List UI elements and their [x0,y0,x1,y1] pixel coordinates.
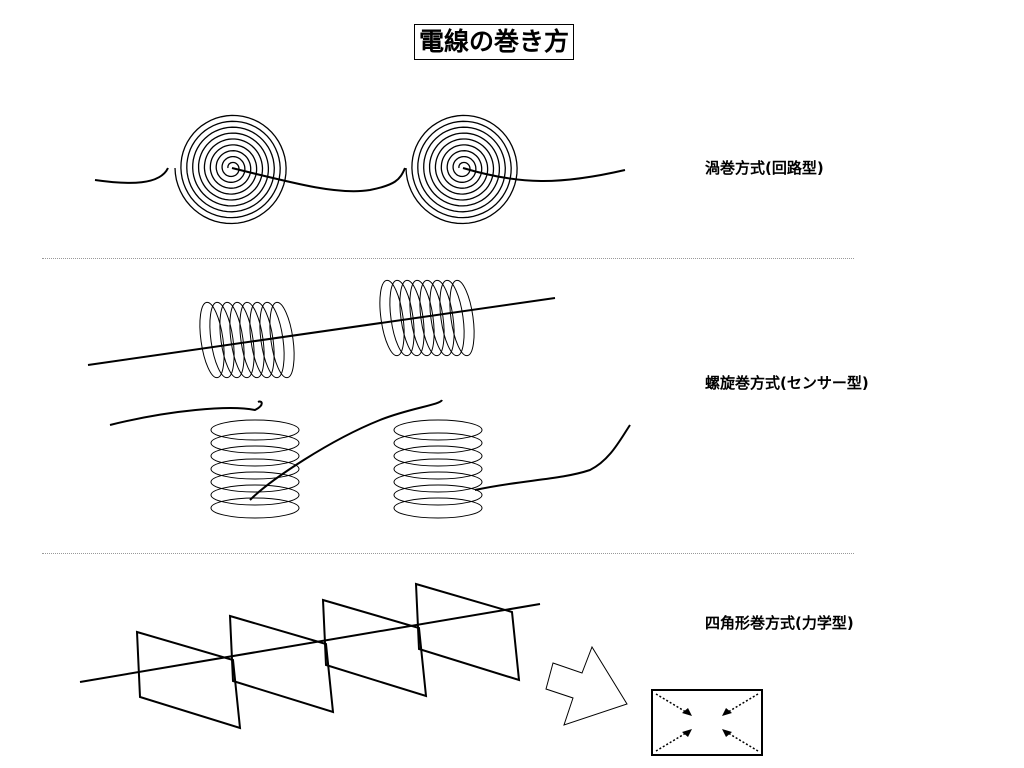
helix-loop [229,301,255,379]
spiral-coil-1 [174,114,287,225]
helical-coils-stacked [210,419,483,519]
square-coil-loop [414,582,521,682]
helix-loop [259,301,285,379]
helix-loop [439,279,465,357]
helix-wire [87,297,556,366]
helix-loop [419,279,445,357]
helix-loop [393,432,483,454]
helix-loop [219,301,245,379]
force-arrows [655,693,759,752]
helix-loop [210,419,300,441]
helix-loop [210,432,300,454]
force-box [651,689,763,756]
helix-loop [210,497,300,519]
helix-loop [393,484,483,506]
separator-1 [42,258,854,259]
helix-loop [379,279,405,357]
square-coil-loop [135,630,242,730]
helix-loop [199,301,225,379]
helix-loop [269,301,295,379]
helix-loop [393,497,483,519]
spiral-coil-2 [405,114,518,225]
spiral-wire-lead-left [94,167,169,184]
helix-lead-1 [109,400,263,426]
helix-loop [389,279,415,357]
helix-loop [429,279,455,357]
square-coil-loop [321,598,428,698]
force-arrowheads [682,708,732,737]
helix-loop [393,419,483,441]
diagram-title: 電線の巻き方 [414,24,575,60]
helical-coils-side [199,279,475,379]
arrow-icon [545,645,628,726]
helix-loop [393,445,483,467]
helix-loop [209,301,235,379]
helix-loop [393,458,483,480]
label-spiral-winding: 渦巻方式(回路型) [705,159,824,177]
separator-2 [42,553,854,554]
spiral-coils [174,114,518,225]
helix-loop [210,445,300,467]
helix-loop [210,471,300,493]
helix-loop [210,458,300,480]
helix-loop [239,301,265,379]
helix-loop [449,279,475,357]
label-square-winding: 四角形巻方式(力学型) [705,614,854,632]
helix-loop [393,471,483,493]
spiral-wire-lead-right [462,167,626,182]
helix-loop [210,484,300,506]
square-coils [135,582,521,730]
square-wire [79,603,541,683]
square-coil-loop [228,614,335,714]
spiral-wire-link [231,167,406,193]
label-helical-winding: 螺旋巻方式(センサー型) [705,374,869,392]
helix-lead-2 [249,399,443,501]
helix-lead-3 [474,424,631,491]
